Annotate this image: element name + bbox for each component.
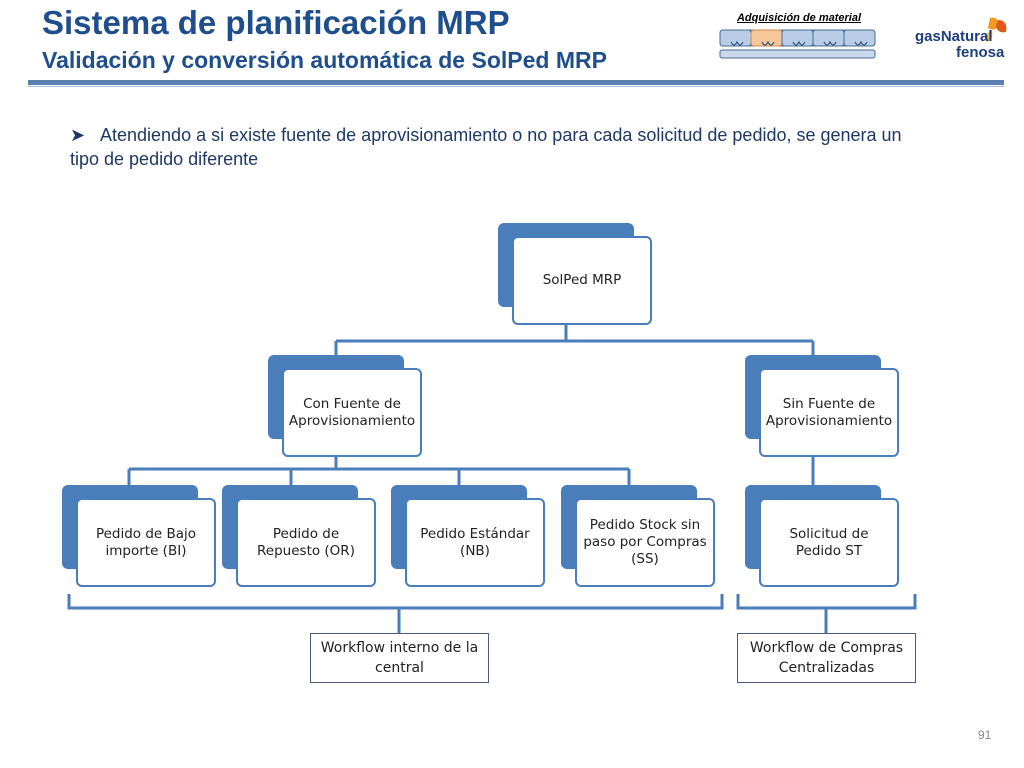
logo-text-fenosa: fenosa — [956, 44, 1005, 61]
logo-text-gasnatural: gasNatural — [915, 28, 993, 45]
company-logo: gasNatural fenosa — [912, 14, 1012, 64]
process-chain-graphic — [719, 29, 876, 59]
node-solped-mrp: SolPed MRP — [498, 223, 654, 327]
process-indicator: Adquisición de material — [715, 12, 883, 68]
node-pedido-estandar: Pedido Estándar (NB) — [391, 485, 547, 589]
arrow-bullet-icon: ➤ — [70, 125, 86, 145]
node-label: Pedido Stock sin paso por Compras (SS) — [575, 498, 715, 587]
butterfly-icon — [985, 17, 1007, 42]
node-label: Pedido de Repuesto (OR) — [236, 498, 376, 587]
header-rule-thin — [28, 86, 1004, 87]
bullet-point: ➤Atendiendo a si existe fuente de aprovi… — [70, 123, 930, 171]
node-con-fuente: Con Fuente de Aprovisionamiento — [268, 355, 424, 459]
bracket-left — [67, 594, 724, 610]
node-pedido-stock: Pedido Stock sin paso por Compras (SS) — [561, 485, 717, 589]
node-label: Pedido Estándar (NB) — [405, 498, 545, 587]
node-pedido-bajo-importe: Pedido de Bajo importe (BI) — [62, 485, 218, 589]
node-label: Con Fuente de Aprovisionamiento — [282, 368, 422, 457]
node-label: SolPed MRP — [512, 236, 652, 325]
bullet-text: Atendiendo a si existe fuente de aprovis… — [70, 125, 902, 169]
node-solicitud-pedido-st: Solicitud de Pedido ST — [745, 485, 901, 589]
workflow-compras-box: Workflow de Compras Centralizadas — [737, 633, 916, 683]
page-number: 91 — [978, 728, 992, 742]
node-label: Pedido de Bajo importe (BI) — [76, 498, 216, 587]
workflow-interno-box: Workflow interno de la central — [310, 633, 489, 683]
header-rule — [28, 80, 1004, 85]
process-indicator-label: Adquisición de material — [736, 12, 862, 24]
page-title: Sistema de planificación MRP — [42, 4, 510, 41]
node-label: Solicitud de Pedido ST — [759, 498, 899, 587]
node-label: Sin Fuente de Aprovisionamiento — [759, 368, 899, 457]
node-sin-fuente: Sin Fuente de Aprovisionamiento — [745, 355, 901, 459]
bracket-right — [736, 594, 917, 610]
page-subtitle: Validación y conversión automática de So… — [42, 47, 607, 73]
node-pedido-repuesto: Pedido de Repuesto (OR) — [222, 485, 378, 589]
